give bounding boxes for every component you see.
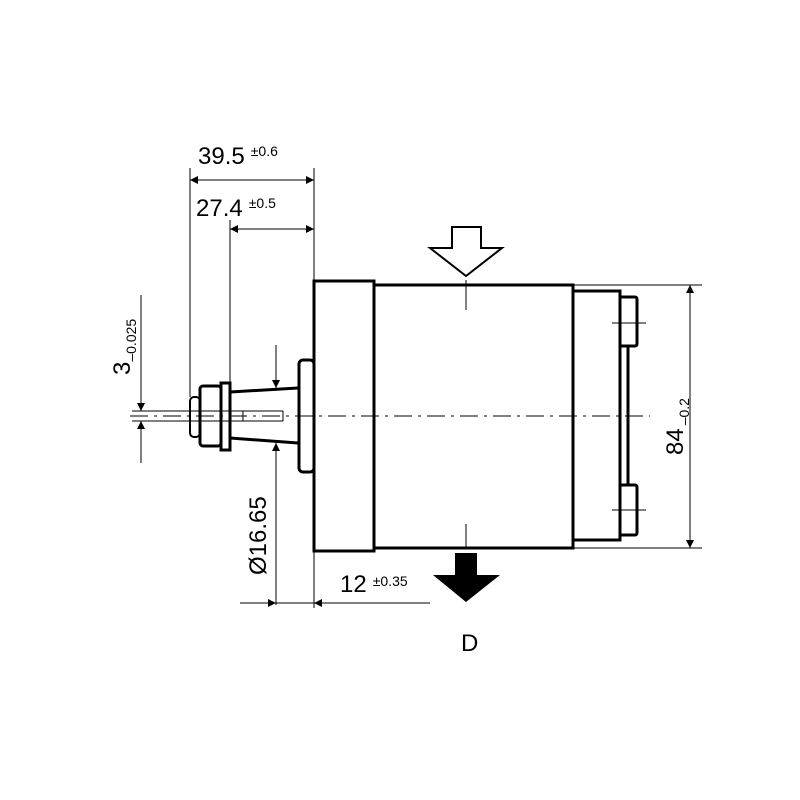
dimension-pilot-diameter: Ø16.65 xyxy=(245,345,280,605)
svg-text:12±0.35: 12±0.35 xyxy=(340,571,408,598)
dimension-body-height: 84–0.2 xyxy=(573,284,702,549)
dimension-27-4: 27.4±0.5 xyxy=(196,195,314,383)
shaft-end xyxy=(189,396,201,438)
taper-shaft xyxy=(229,386,299,445)
svg-text:39.5±0.6: 39.5±0.6 xyxy=(198,143,278,170)
pump-body xyxy=(312,279,646,553)
outlet-label: D xyxy=(461,630,478,657)
svg-text:3–0.025: 3–0.025 xyxy=(109,319,139,375)
cover-plate xyxy=(618,344,630,487)
pilot xyxy=(297,358,316,474)
svg-text:Ø16.65: Ø16.65 xyxy=(245,496,272,575)
dimension-pilot-length: 12±0.35 xyxy=(240,551,430,608)
outlet-arrow-icon xyxy=(433,553,500,602)
dimension-key-width: 3–0.025 xyxy=(109,295,145,463)
dimension-39-5: 39.5±0.6 xyxy=(189,143,315,397)
svg-text:84–0.2: 84–0.2 xyxy=(662,398,692,455)
svg-text:27.4±0.5: 27.4±0.5 xyxy=(196,195,276,222)
inlet-arrow-icon xyxy=(427,226,505,278)
drive-shaft xyxy=(132,358,316,474)
bolt-boss-top xyxy=(618,295,639,348)
